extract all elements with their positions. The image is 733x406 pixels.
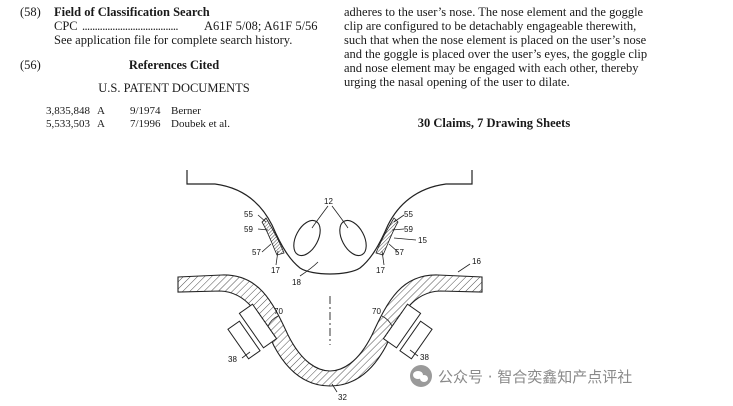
search-history-note: See application file for complete search… xyxy=(54,33,293,47)
ref-label-32: 32 xyxy=(338,393,347,402)
ref-kind: A xyxy=(97,105,105,117)
nose-element-left xyxy=(261,217,285,256)
nose-outline xyxy=(186,170,473,275)
abstract-line: such that when the nose element is place… xyxy=(344,33,647,47)
ref-label-70-right: 70 xyxy=(372,307,381,316)
ref-label-16: 16 xyxy=(472,257,481,266)
nostrils xyxy=(293,219,367,257)
references-cited-title: References Cited xyxy=(128,58,220,72)
wechat-logo-icon xyxy=(410,365,432,387)
ref-label-38-right: 38 xyxy=(420,353,429,362)
goggle-clip-left xyxy=(227,303,278,360)
field-58-title: Field of Classification Search xyxy=(54,5,210,19)
ref-label-59-left: 59 xyxy=(244,225,253,234)
ref-label-38-left: 38 xyxy=(228,355,237,364)
goggle-frame xyxy=(177,274,483,387)
ref-name: Berner xyxy=(171,105,201,117)
ref-label-12: 12 xyxy=(324,197,333,206)
ref-label-57-right: 57 xyxy=(395,248,404,257)
ref-number: 3,835,848 xyxy=(46,105,90,117)
leader-lines xyxy=(241,205,471,393)
ref-name: Doubek et al. xyxy=(171,118,230,130)
abstract-line: clip are configured to be detachably eng… xyxy=(344,19,637,33)
abstract-line: and nose element may be engaged with eac… xyxy=(344,61,639,75)
ref-label-17-right: 17 xyxy=(376,266,385,275)
ref-number: 5,533,503 xyxy=(46,118,90,130)
claims-drawing-sheets: 30 Claims, 7 Drawing Sheets xyxy=(417,116,571,130)
nose-element-right xyxy=(375,217,399,256)
ref-label-57-left: 57 xyxy=(252,248,261,257)
goggle-clip-right xyxy=(382,303,433,360)
field-56-number: (56) xyxy=(20,58,41,72)
field-58-number: (58) xyxy=(20,5,41,19)
watermark-text: 公众号 · 智合奕鑫知产点评社 xyxy=(438,367,633,386)
ref-label-17-left: 17 xyxy=(271,266,280,275)
ref-label-55-left: 55 xyxy=(244,210,253,219)
ref-kind: A xyxy=(97,118,105,130)
wechat-watermark: 公众号 · 智合奕鑫知产点评社 xyxy=(410,364,632,388)
cpc-values: A61F 5/08; A61F 5/56 xyxy=(204,19,318,33)
ref-label-70-left: 70 xyxy=(274,307,283,316)
ref-label-18: 18 xyxy=(292,278,301,287)
abstract-line: adheres to the user’s nose. The nose ele… xyxy=(344,5,644,19)
cpc-leader-dots: ...................................... xyxy=(82,19,179,33)
cpc-label: CPC xyxy=(54,19,78,33)
ref-date: 9/1974 xyxy=(130,105,161,117)
ref-label-59-right: 59 xyxy=(404,225,413,234)
ref-label-55-right: 55 xyxy=(404,210,413,219)
abstract-line: urging the nasal opening of the user to … xyxy=(344,75,570,89)
ref-date: 7/1996 xyxy=(130,118,161,130)
abstract-line: and the goggle is placed over the user’s… xyxy=(344,47,648,61)
ref-label-15: 15 xyxy=(418,236,427,245)
us-patent-documents-heading: U.S. PATENT DOCUMENTS xyxy=(98,81,250,95)
